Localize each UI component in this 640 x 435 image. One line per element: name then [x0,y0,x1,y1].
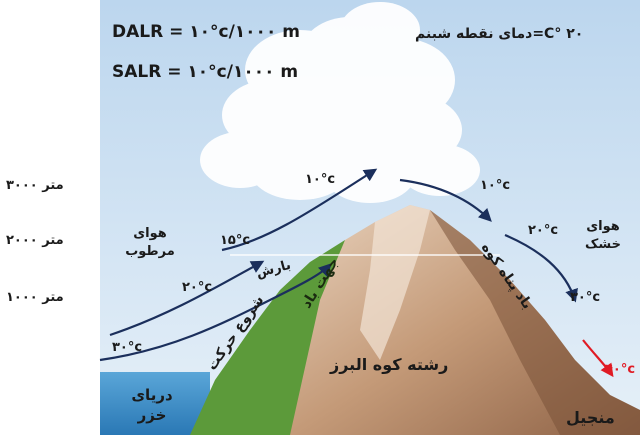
caspian-sea-line2: خزر [137,406,167,424]
dry-air-line2: خشک [585,237,621,252]
windward-air-path [99,168,378,362]
altitude-1000: ۱۰۰۰ متر [6,290,64,305]
temp-leeward-3000: ۱۰°c [480,178,511,193]
hot-air-arrow [582,339,614,378]
dry-air-line1: هوای [586,219,620,234]
dalr-formula: DALR = ۱۰°c/۱۰۰۰ m [112,22,300,42]
salr-formula: SALR = ۱۰°c/۱۰۰۰ m [112,62,299,82]
caspian-sea-line1: دریای [131,386,173,404]
caspian-sea [100,372,210,435]
caspian-sea-label: دریای خزر [112,385,192,425]
moist-air-label: هوای مرطوب [114,225,186,261]
mountain-highlight [360,205,430,360]
moist-air-line1: هوای [133,226,167,241]
dew-point-label: دمای نقطه شبنم=C° ۲۰ [415,26,584,42]
mountain-shadow [430,210,640,435]
temp-leeward-base: ۴۰°c [605,362,636,377]
temp-windward-1000: ۲۰°c [182,280,213,295]
dry-air-label: هوای خشک [566,218,640,254]
altitude-3000: ۳۰۰۰ متر [6,178,64,193]
altitude-2000: ۲۰۰۰ متر [6,233,64,248]
temp-leeward-2000: ۲۰°c [528,223,559,238]
alborz-range-label: رشته کوه البرز [330,355,449,374]
cloud [200,2,480,203]
manjil-label: منجیل [566,408,615,427]
temp-leeward-1000: ۳۰°c [570,290,601,305]
leeward-air-path [399,178,578,303]
temp-windward-2000: ۱۵°c [220,233,251,248]
moist-air-line2: مرطوب [125,244,175,259]
temp-windward-base: ۳۰°c [112,340,143,355]
temp-windward-3000: ۱۰°c [305,172,336,187]
